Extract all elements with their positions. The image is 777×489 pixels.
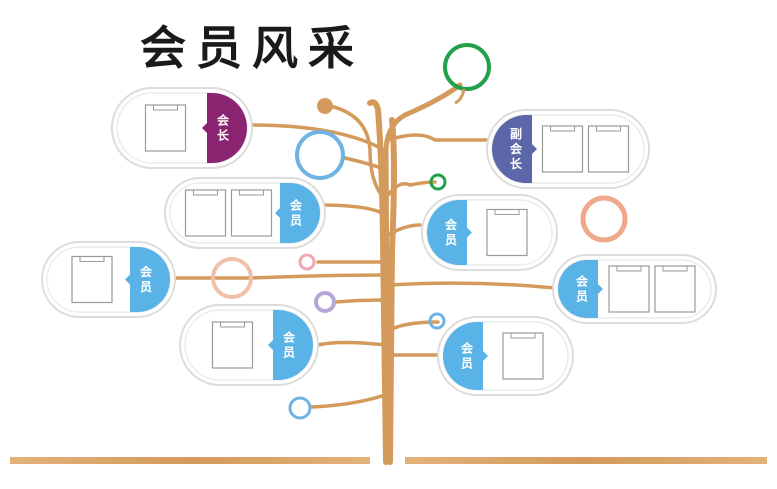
photo-frame [502,332,544,380]
branch-member-b [386,223,422,237]
card-label-notch [483,351,488,361]
blue-circle-bottom [288,396,312,420]
card-label: 会员 [283,330,296,360]
photo-frame [541,125,584,173]
member-card: 会员 [437,316,574,396]
pink-circle-small [298,253,316,271]
photo-frame [587,125,630,173]
member-card: 会长 [111,87,253,169]
branch-vice-president [386,133,490,142]
card-label-tab [443,322,483,390]
card-label-tab [280,183,320,243]
card-label-tab [273,310,313,380]
card-label-notch [202,123,207,133]
green-circle-stem [454,88,466,105]
member-card: 副会长 [486,109,650,189]
branch-blue-circle [343,156,388,172]
photo-frame [608,265,650,313]
photo-frame [184,189,227,237]
card-label: 会员 [140,264,153,294]
branch-blue-small [388,320,440,332]
branch-member-e [316,340,387,347]
card-label: 会长 [217,113,230,143]
card-label-tab [492,115,532,183]
branch-member-d [387,281,557,290]
branch-green-small [386,180,437,197]
card-label: 会员 [445,217,458,247]
member-card: 会员 [421,194,558,271]
card-label: 会员 [576,274,589,304]
card-label-notch [467,227,472,238]
member-card: 会员 [179,304,319,386]
green-circle-large [443,43,491,91]
blue-circle-small [428,312,446,330]
branch-purple-small [333,298,387,304]
card-label-notch [532,144,537,154]
branch-member-c [173,273,387,280]
salmon-circle-mid [211,257,253,299]
member-card: 会员 [164,177,326,249]
ground-base [10,457,767,464]
photo-frame [71,255,113,304]
purple-circle-small [314,291,336,313]
card-label-tab [427,200,467,265]
branch-president [248,123,386,152]
card-label-tab [130,247,170,312]
tree-trunk [367,99,397,465]
card-label: 副会长 [510,126,523,171]
branch-member-a [318,203,388,217]
peach-circle-large [580,195,628,243]
card-label-notch [268,340,273,350]
decorative-circles [211,43,628,420]
card-inner-outline [491,114,645,184]
card-label: 会员 [461,341,474,371]
photo-frame [211,321,254,369]
card-label-tab [207,93,247,163]
branches [173,104,557,409]
photo-frame [486,208,528,257]
green-circle-small [429,173,447,191]
branch-blue-bottom [310,393,387,409]
member-card: 会员 [41,241,176,318]
branch-top-knob [328,104,388,202]
member-cards: 会长副会长会员会员会员会员会员会员 [41,87,717,396]
card-label: 会员 [290,198,303,228]
page-title: 会员风采 [140,21,364,75]
photo-frame [144,104,187,152]
card-label-tab [558,260,598,318]
photo-frame [654,265,696,313]
card-inner-outline [426,199,553,266]
blue-circle-large [295,130,345,180]
card-label-notch [598,284,603,294]
photo-frame [230,189,273,237]
branch-knob [317,98,333,114]
card-label-notch [275,208,280,218]
card-label-notch [125,274,130,285]
member-card: 会员 [552,254,717,324]
